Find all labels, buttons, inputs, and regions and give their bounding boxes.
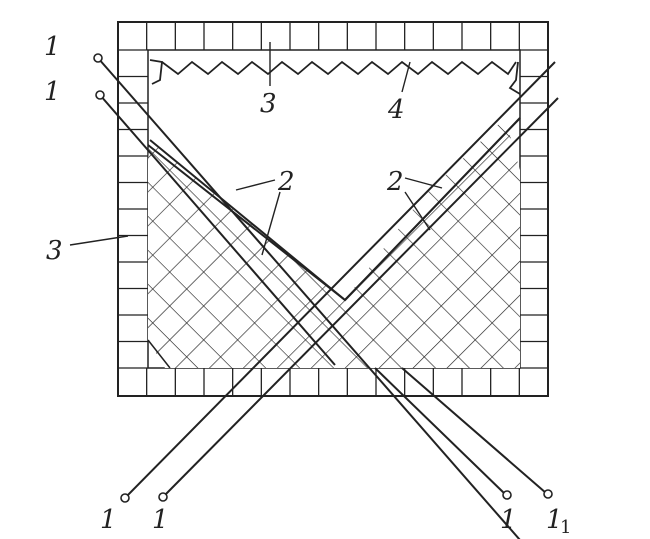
- terminal-top-2: [95, 90, 105, 100]
- lead-wires-bottom: [374, 367, 547, 495]
- heating-tube-right: [124, 61, 559, 499]
- label-wire-bottom-4: 1: [546, 505, 563, 535]
- label-part-3-left: 3: [46, 236, 63, 266]
- label-part-3-top: 3: [260, 89, 277, 119]
- heating-tube-left: [97, 57, 521, 539]
- brick-grid: [118, 22, 548, 396]
- label-part-2-left: 2: [277, 167, 295, 197]
- zigzag-lining-right: [508, 61, 521, 95]
- terminal-bottom-4: [543, 489, 553, 499]
- zigzag-lining-top: [161, 60, 517, 76]
- label-part-4-top: 4: [387, 95, 405, 125]
- label-wire-bottom-2: 1: [152, 505, 169, 535]
- label-wire-bottom-4-suffix: 1: [560, 517, 571, 538]
- label-wire-top-1: 1: [44, 32, 61, 62]
- label-wire-bottom-1: 1: [100, 505, 117, 535]
- terminal-circles: [93, 53, 553, 503]
- label-wire-bottom-3: 1: [500, 505, 517, 535]
- label-wire-top-2: 1: [44, 77, 61, 107]
- zigzag-lining-left: [149, 59, 163, 85]
- leader-lines: [69, 42, 443, 256]
- terminal-top-1: [93, 53, 103, 63]
- terminal-bottom-1: [120, 493, 130, 503]
- mesh-filled-region: [148, 118, 520, 368]
- label-part-2-right: 2: [386, 167, 404, 197]
- terminal-bottom-3: [502, 490, 512, 500]
- terminal-bottom-2: [158, 492, 168, 502]
